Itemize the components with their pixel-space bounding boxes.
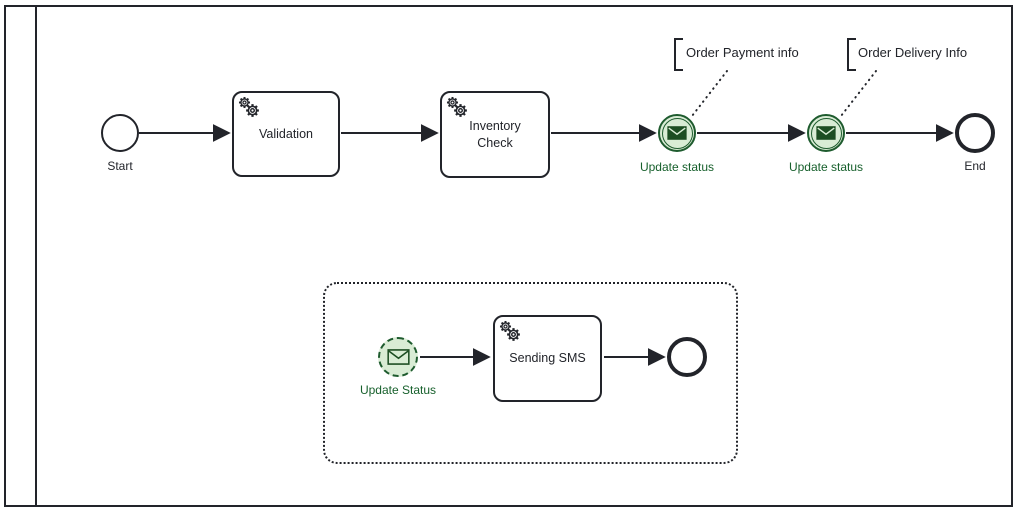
task-sending-sms-label: Sending SMS	[509, 351, 586, 366]
start-event-label: Start	[107, 159, 133, 173]
task-validation[interactable]: Validation	[232, 91, 340, 177]
message-event-update-status-2-label: Update status	[788, 160, 864, 174]
message-event-update-status-1[interactable]	[658, 114, 696, 152]
association-payment-annotation[interactable]	[691, 70, 728, 117]
gear-icon	[499, 320, 521, 342]
message-event-update-status-2[interactable]	[807, 114, 845, 152]
start-event[interactable]	[101, 114, 139, 152]
end-event-label: End	[964, 159, 986, 173]
message-event-update-status-1-label: Update status	[639, 160, 715, 174]
message-start-event-update-status-label: Update Status	[359, 383, 437, 397]
association-delivery-annotation[interactable]	[840, 70, 877, 117]
gear-icon	[446, 96, 468, 118]
subprocess-end-event[interactable]	[667, 337, 707, 377]
annotation-delivery-text: Order Delivery Info	[858, 45, 968, 60]
end-event[interactable]	[955, 113, 995, 153]
envelope-icon	[816, 126, 836, 140]
pool	[4, 5, 1013, 507]
annotation-bracket-delivery[interactable]	[847, 38, 856, 71]
task-inventory-check-label: Inventory Check	[469, 119, 521, 150]
envelope-icon	[387, 349, 410, 365]
message-start-event-update-status[interactable]	[378, 337, 418, 377]
task-validation-label: Validation	[259, 126, 313, 141]
event-subprocess-frame[interactable]	[323, 282, 738, 464]
task-sending-sms[interactable]: Sending SMS	[493, 315, 602, 402]
envelope-icon	[667, 126, 687, 140]
gear-icon	[238, 96, 260, 118]
pool-header[interactable]	[6, 7, 37, 505]
annotation-payment-text: Order Payment info	[686, 45, 799, 60]
task-inventory-check[interactable]: Inventory Check	[440, 91, 550, 178]
annotation-bracket-payment[interactable]	[674, 38, 683, 71]
